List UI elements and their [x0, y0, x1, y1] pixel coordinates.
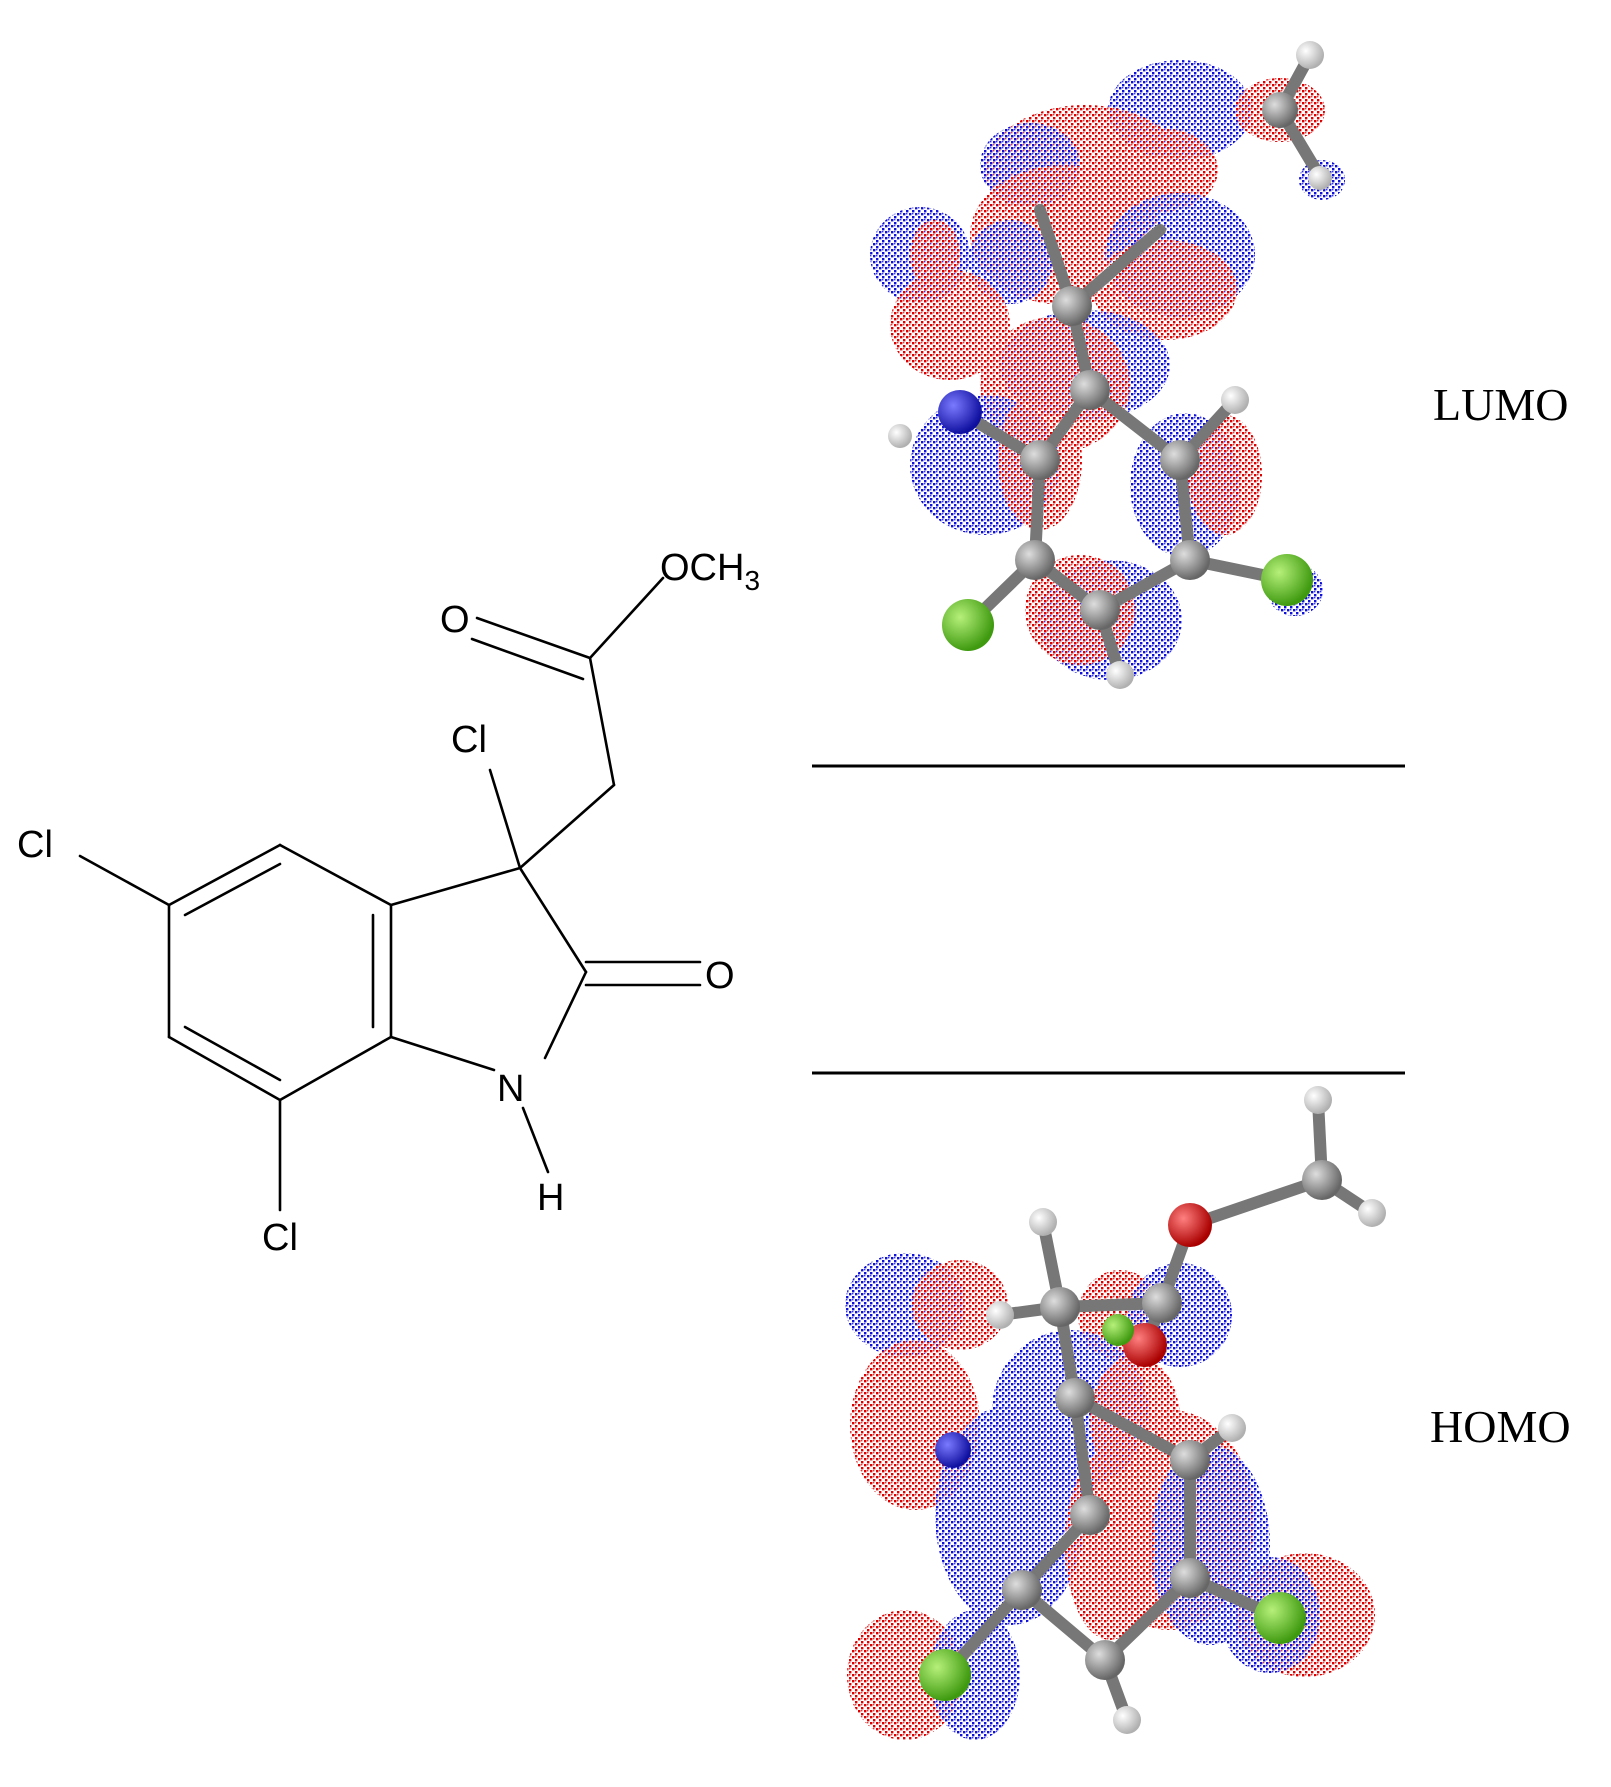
bond	[278, 843, 393, 907]
atom-label-h: H	[537, 1177, 564, 1219]
double-bond-inner	[183, 862, 282, 917]
bond	[518, 866, 588, 974]
lumo-label: LUMO	[1433, 379, 1568, 430]
bond	[521, 1106, 550, 1174]
bond	[389, 866, 522, 907]
atom-label-ester-o: O	[440, 599, 470, 641]
bond	[588, 576, 665, 660]
bond	[518, 783, 616, 870]
atom-label-cl: Cl	[262, 1217, 298, 1259]
atom-label-cl: Cl	[451, 719, 487, 761]
bond	[278, 1035, 393, 1102]
bond	[78, 854, 171, 907]
lumo-orbital-render	[870, 41, 1345, 689]
atom-label-n: N	[497, 1068, 524, 1110]
atom-label-och3: OCH3	[660, 547, 760, 596]
bond	[167, 843, 282, 907]
bond	[389, 1035, 496, 1072]
bond	[488, 768, 522, 870]
homo-orbital-render	[845, 1086, 1386, 1740]
homo-label: HOMO	[1430, 1401, 1571, 1452]
atom-label-lactam-o: O	[705, 955, 735, 997]
atom-label-cl: Cl	[17, 824, 53, 866]
bond	[543, 970, 588, 1060]
carbonyl-bond	[475, 616, 592, 660]
bond	[167, 1035, 282, 1102]
carbonyl-bond	[470, 637, 585, 681]
double-bond-inner	[183, 1025, 282, 1082]
chemical-structure: OCH3 O Cl Cl O N H Cl	[17, 547, 760, 1259]
bond	[588, 656, 616, 787]
